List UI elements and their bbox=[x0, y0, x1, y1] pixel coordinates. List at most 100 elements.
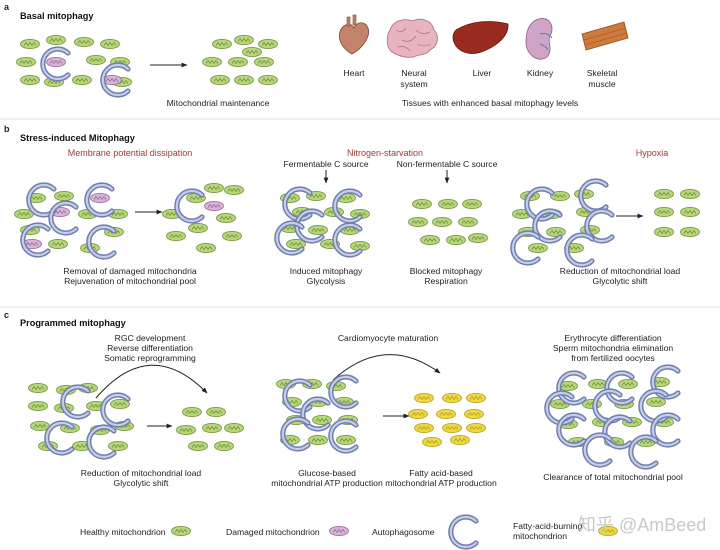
healthy-mitochondrion bbox=[188, 222, 208, 233]
liver-icon bbox=[452, 21, 509, 54]
autophagosome bbox=[582, 432, 613, 468]
skeletal-muscle-icon bbox=[581, 21, 629, 51]
autophagosome bbox=[604, 370, 635, 406]
legend-healthy-symbol bbox=[171, 526, 191, 537]
healthy-mitochondrion bbox=[110, 398, 130, 409]
healthy-mitochondrion bbox=[214, 440, 234, 451]
healthy-mitochondrion bbox=[206, 406, 226, 417]
caption-clearance: Clearance of total mitochondrial pool bbox=[543, 472, 683, 482]
healthy-mitochondrion bbox=[108, 440, 128, 451]
healthy-mitochondrion bbox=[408, 216, 428, 227]
fatty-acid-mitochondrion bbox=[442, 422, 462, 433]
damaged-mitochondrion bbox=[46, 57, 66, 68]
healthy-mitochondrion bbox=[28, 382, 48, 393]
label-erythrocyte: Erythrocyte differentiation bbox=[564, 333, 662, 343]
fatty-acid-mitochondrion bbox=[466, 392, 486, 403]
panel-b-title: Stress-induced Mitophagy bbox=[20, 133, 135, 143]
healthy-mitochondrion bbox=[28, 400, 48, 411]
label-sperm-elimination: Sperm mitochondria elimination bbox=[552, 343, 674, 353]
legend-healthy-label: Healthy mitochondrion bbox=[80, 527, 166, 537]
fatty-acid-mitochondrion bbox=[442, 392, 462, 403]
healthy-mitochondrion bbox=[550, 190, 570, 201]
label-fertilized-oocytes: from fertilized oocytes bbox=[571, 353, 655, 363]
healthy-mitochondrion bbox=[258, 75, 278, 86]
healthy-mitochondrion bbox=[204, 182, 224, 193]
autophagosome bbox=[602, 414, 633, 450]
healthy-mitochondrion bbox=[432, 216, 452, 227]
caption-removal: Removal of damaged mitochondria bbox=[63, 266, 197, 276]
autophagosome bbox=[556, 370, 587, 406]
healthy-mitochondrion bbox=[458, 216, 478, 227]
fatty-acid-mitochondrion bbox=[422, 436, 442, 447]
autophagosome bbox=[100, 392, 131, 428]
curved-arrow bbox=[332, 354, 441, 381]
healthy-mitochondrion bbox=[176, 424, 196, 435]
healthy-mitochondrion bbox=[462, 198, 482, 209]
organ-label-kidney: Kidney bbox=[526, 68, 554, 78]
healthy-mitochondrion bbox=[46, 35, 66, 46]
autophagosome bbox=[332, 188, 363, 224]
fatty-acid-mitochondrion bbox=[436, 408, 456, 419]
caption-glucose-based: Glucose-based bbox=[298, 468, 356, 478]
autophagosome bbox=[328, 374, 359, 410]
heading-hypoxia: Hypoxia bbox=[635, 148, 669, 158]
healthy-mitochondrion bbox=[196, 242, 216, 253]
healthy-mitochondrion bbox=[654, 206, 674, 217]
legend-damaged-label: Damaged mitochondrion bbox=[226, 527, 320, 537]
healthy-mitochondrion bbox=[350, 208, 370, 219]
autophagosome bbox=[274, 220, 305, 256]
fatty-acid-mitochondrion bbox=[414, 422, 434, 433]
panel-a-title: Basal mitophagy bbox=[20, 11, 94, 21]
organ-label-skeletal-muscle: Skeletal muscle bbox=[586, 68, 618, 89]
organ-label-neural-system: Neural system bbox=[400, 68, 428, 89]
healthy-mitochondrion bbox=[222, 230, 242, 241]
healthy-mitochondrion bbox=[618, 378, 638, 389]
autophagosome bbox=[564, 232, 595, 268]
autophagosome bbox=[86, 424, 117, 460]
healthy-mitochondrion bbox=[224, 184, 244, 195]
autophagosome bbox=[524, 186, 555, 222]
autophagosome bbox=[60, 384, 91, 420]
panel-c-letter: c bbox=[4, 310, 10, 320]
damaged-mitochondrion bbox=[90, 192, 110, 203]
autophagosome bbox=[650, 412, 681, 448]
caption-induced-mitophagy: Induced mitophagy bbox=[289, 266, 363, 276]
damaged-mitochondrion bbox=[204, 200, 224, 211]
healthy-mitochondrion bbox=[258, 39, 278, 50]
healthy-mitochondrion bbox=[528, 242, 548, 253]
healthy-mitochondrion bbox=[54, 190, 74, 201]
healthy-mitochondrion bbox=[14, 208, 34, 219]
autophagosome bbox=[510, 230, 541, 266]
legend-fatty-label-2: mitochondrion bbox=[513, 531, 567, 541]
fatty-acid-mitochondrion bbox=[408, 408, 428, 419]
damaged-mitochondrion bbox=[102, 75, 122, 86]
caption-fatty-acid-based: Fatty acid-based bbox=[409, 468, 473, 478]
healthy-mitochondrion bbox=[234, 75, 254, 86]
autophagosome bbox=[48, 200, 79, 236]
autophagosome bbox=[584, 208, 615, 244]
healthy-mitochondrion bbox=[646, 396, 666, 407]
healthy-mitochondrion bbox=[468, 232, 488, 243]
autophagosome bbox=[556, 412, 587, 448]
fatty-acid-mitochondrion bbox=[450, 434, 470, 445]
healthy-mitochondrion bbox=[74, 37, 94, 48]
autophagosome bbox=[86, 224, 117, 260]
caption-tissues: Tissues with enhanced basal mitophagy le… bbox=[401, 98, 579, 108]
healthy-mitochondrion bbox=[48, 238, 68, 249]
healthy-mitochondrion bbox=[412, 198, 432, 209]
healthy-mitochondrion bbox=[216, 212, 236, 223]
autophagosome bbox=[300, 396, 331, 432]
label-fermentable: Fermentable C source bbox=[283, 159, 369, 169]
autophagosome bbox=[100, 62, 131, 98]
autophagosome bbox=[280, 416, 311, 452]
healthy-mitochondrion bbox=[188, 440, 208, 451]
autophagosome bbox=[174, 188, 205, 224]
healthy-mitochondrion bbox=[86, 55, 106, 66]
autophagosome bbox=[20, 222, 51, 258]
legend-autophagosome-label: Autophagosome bbox=[372, 527, 435, 537]
healthy-mitochondrion bbox=[446, 234, 466, 245]
caption-rgc-load: Reduction of mitochondrial load bbox=[80, 468, 202, 478]
healthy-mitochondrion bbox=[680, 206, 700, 217]
heading-membrane-potential: Membrane potential dissipation bbox=[67, 148, 193, 158]
